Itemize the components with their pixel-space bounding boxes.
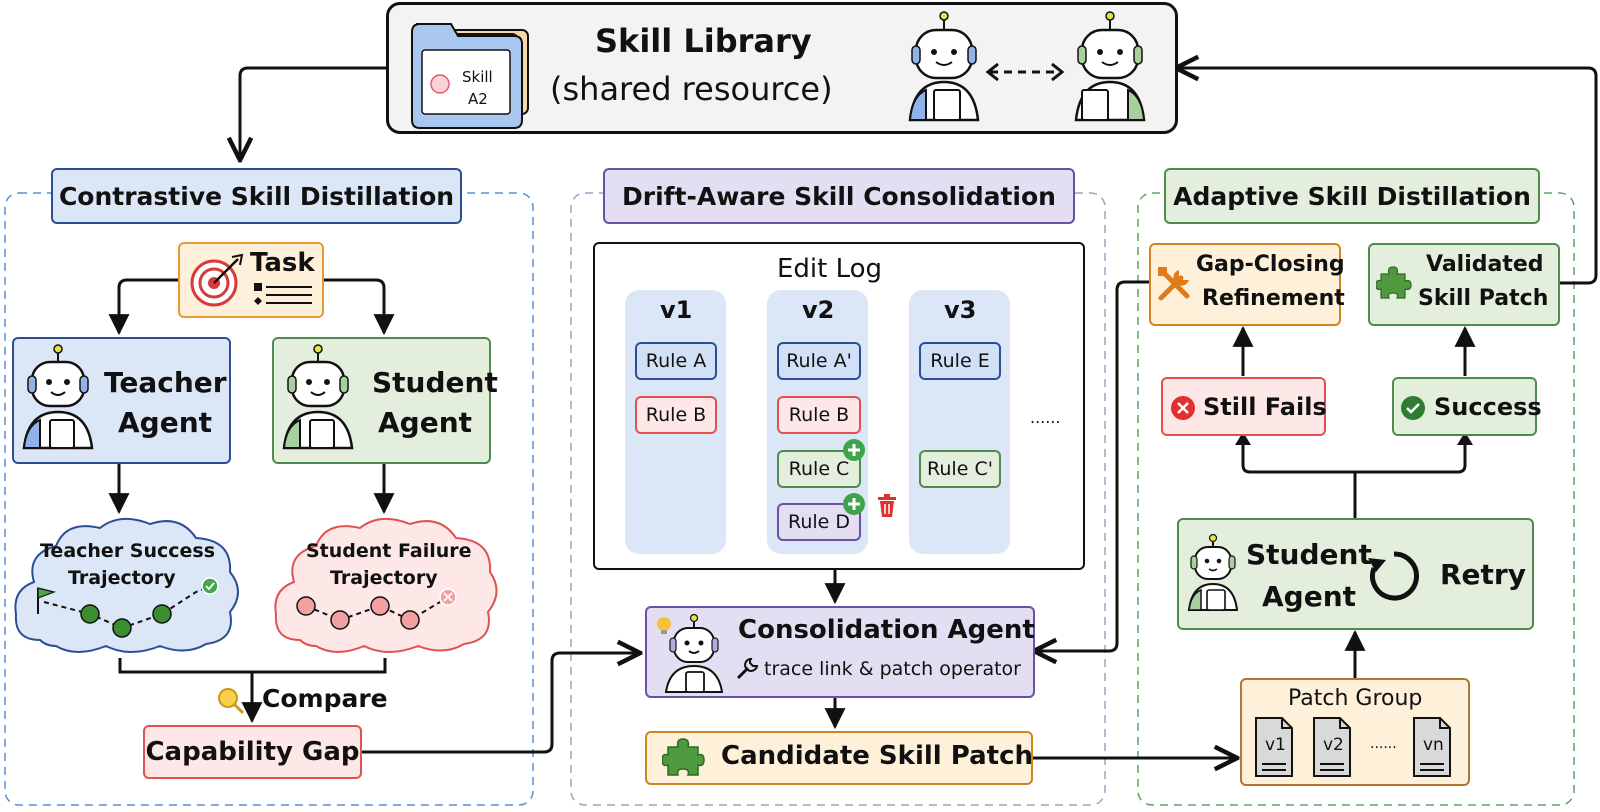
list-icon (254, 283, 312, 305)
skill-card-line1: Skill (462, 68, 493, 86)
arrow-gap-to-consolidation (362, 653, 638, 754)
rule-c-prime: Rule C' (919, 450, 1001, 488)
skill-library-title: Skill Library (595, 22, 812, 60)
gap-closing-line2: Refinement (1202, 286, 1345, 311)
teacher-robot-icon (22, 344, 94, 450)
doc-label-v2: v2 (1323, 735, 1344, 755)
consolidation-robot-icon (657, 613, 724, 693)
patch-group-title: Patch Group (1288, 686, 1423, 711)
doc-label-v1: v1 (1265, 735, 1286, 755)
student-traj-line1: Student Failure (306, 540, 472, 562)
check-icon (1401, 396, 1425, 420)
still-fails-label: Still Fails (1203, 393, 1327, 421)
rule-d-label: Rule D (787, 511, 851, 533)
student-failure-cloud (274, 517, 498, 653)
drift-section-title: Drift-Aware Skill Consolidation (622, 181, 1056, 211)
contrastive-frame (4, 192, 534, 806)
student-robot-icon (1187, 534, 1239, 611)
compare-bracket (118, 658, 387, 674)
arrow-validated-to-library (1178, 68, 1598, 285)
patch-documents (1255, 717, 1451, 777)
skill-card-line2: A2 (468, 90, 488, 108)
retry-icon (1368, 551, 1419, 601)
student-robot-icon (282, 344, 354, 450)
student-traj-line2: Trajectory (330, 567, 438, 589)
version-label-v3: v3 (944, 296, 977, 324)
student-label-line2: Agent (378, 406, 473, 439)
rule-c: Rule C (777, 450, 861, 488)
teacher-label-line1: Teacher (104, 366, 227, 399)
rule-a-label: Rule A (645, 350, 707, 372)
success-label: Success (1434, 393, 1542, 421)
error-icon (1171, 396, 1195, 420)
rule-b-v2: Rule B (777, 396, 861, 434)
document-icon (1255, 717, 1293, 777)
rule-a: Rule A (635, 342, 717, 380)
document-icon (1313, 717, 1351, 777)
folder-stack-icon (411, 23, 529, 129)
retry-label: Retry (1440, 558, 1526, 591)
version-column-v3 (909, 290, 1010, 554)
rule-b-v2-label: Rule B (788, 404, 850, 426)
rule-e: Rule E (919, 342, 1001, 380)
rule-c-prime-label: Rule C' (927, 458, 993, 480)
contrastive-section-title: Contrastive Skill Distillation (58, 181, 455, 211)
adaptive-student-line1: Student (1246, 538, 1372, 571)
drift-section-header: Drift-Aware Skill Consolidation (603, 168, 1075, 224)
task-label: Task (250, 248, 315, 278)
gap-closing-line1: Gap-Closing (1196, 252, 1345, 277)
document-icon (1413, 717, 1451, 777)
adaptive-student-line2: Agent (1262, 580, 1357, 613)
edit-log-ellipsis: ...... (1030, 408, 1061, 427)
add-rule-icon (843, 493, 865, 515)
add-rule-icon (843, 439, 865, 461)
capability-gap-label: Capability Gap (145, 737, 360, 767)
rule-e-label: Rule E (930, 350, 990, 372)
validated-line1: Validated (1426, 252, 1544, 277)
magnifier-icon (218, 688, 245, 715)
contrastive-section-header: Contrastive Skill Distillation (51, 168, 462, 224)
version-label-v1: v1 (660, 296, 693, 324)
branch-student-outcomes (1241, 440, 1467, 518)
capability-gap-box: Capability Gap (143, 725, 362, 779)
puzzle-piece-icon (662, 738, 705, 776)
puzzle-piece-icon (1376, 266, 1412, 299)
rule-c-label: Rule C (788, 458, 850, 480)
arrow-task-to-teacher (108, 278, 178, 336)
tools-icon (1158, 267, 1190, 301)
arrow-library-to-contrastive (240, 66, 386, 158)
arrow-task-to-student (324, 278, 395, 336)
validated-line2: Skill Patch (1418, 286, 1549, 311)
student-label-line1: Student (372, 366, 498, 399)
adaptive-section-header: Adaptive Skill Distillation (1164, 168, 1540, 224)
teacher-label-line2: Agent (118, 406, 213, 439)
wrench-icon (736, 657, 759, 680)
rule-b-label: Rule B (645, 404, 707, 426)
consolidation-agent-subtitle: trace link & patch operator (764, 658, 1021, 680)
teacher-success-cloud (14, 517, 239, 653)
teacher-traj-line1: Teacher Success (40, 540, 216, 562)
target-icon (190, 253, 244, 307)
arrow-gapclosing-to-consolidation (1036, 280, 1149, 651)
compare-label: Compare (262, 684, 388, 713)
shared-robots-icon (908, 11, 1146, 122)
candidate-patch-label: Candidate Skill Patch (721, 741, 1033, 771)
candidate-patch-box (645, 731, 1033, 785)
adaptive-student-box (1177, 518, 1534, 630)
rule-a-prime-label: Rule A' (786, 350, 852, 372)
edit-log-title: Edit Log (777, 254, 883, 284)
consolidation-agent-title: Consolidation Agent (738, 615, 1035, 645)
skill-library-subtitle: (shared resource) (550, 70, 833, 108)
rule-b: Rule B (635, 396, 717, 434)
trash-icon (878, 494, 896, 517)
version-label-v2: v2 (802, 296, 835, 324)
teacher-traj-line2: Trajectory (68, 567, 176, 589)
adaptive-section-title: Adaptive Skill Distillation (1173, 181, 1531, 211)
rule-a-prime: Rule A' (777, 342, 861, 380)
doc-dots: ...... (1370, 736, 1397, 752)
doc-label-vn: vn (1423, 735, 1444, 755)
